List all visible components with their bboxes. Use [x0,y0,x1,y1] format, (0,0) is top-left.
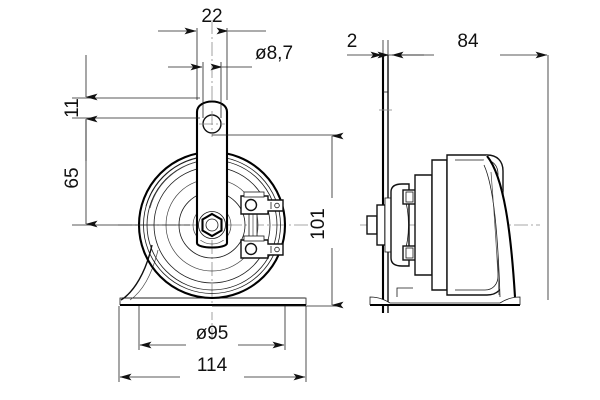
horn-hub-side [366,183,417,267]
dimension-label-dia95: ø95 [196,323,229,344]
dimension-body-height: 101 [212,132,344,309]
dimension-label-65: 65 [62,167,83,188]
mounting-bracket-front [195,100,229,249]
front-view [118,20,308,340]
dimension-overall-width: 114 [118,306,307,382]
dimension-label-101: 101 [308,208,329,240]
terminal-lower [240,235,284,259]
dimension-label-114: 114 [197,355,228,376]
horn-body-side [414,154,504,296]
electrical-terminals-front [240,191,284,259]
center-hex-nut-front [198,211,226,239]
horn-bell-side [482,155,517,298]
dimension-label-11: 11 [62,98,83,118]
dimension-label-84: 84 [457,31,479,52]
dimension-label-dia87: ø8,7 [255,43,293,64]
dimension-label-22: 22 [201,6,222,27]
dimension-overall-depth: 84 [391,31,549,300]
side-view [360,54,540,313]
terminal-upper [240,191,284,215]
mounting-foot-side [369,287,521,307]
dimension-bracket-hole: ø8,7 [168,43,293,118]
dimension-body-diameter: ø95 [138,306,286,350]
dimension-bracket-height: 65 [62,120,190,228]
dimension-label-2: 2 [347,31,358,52]
